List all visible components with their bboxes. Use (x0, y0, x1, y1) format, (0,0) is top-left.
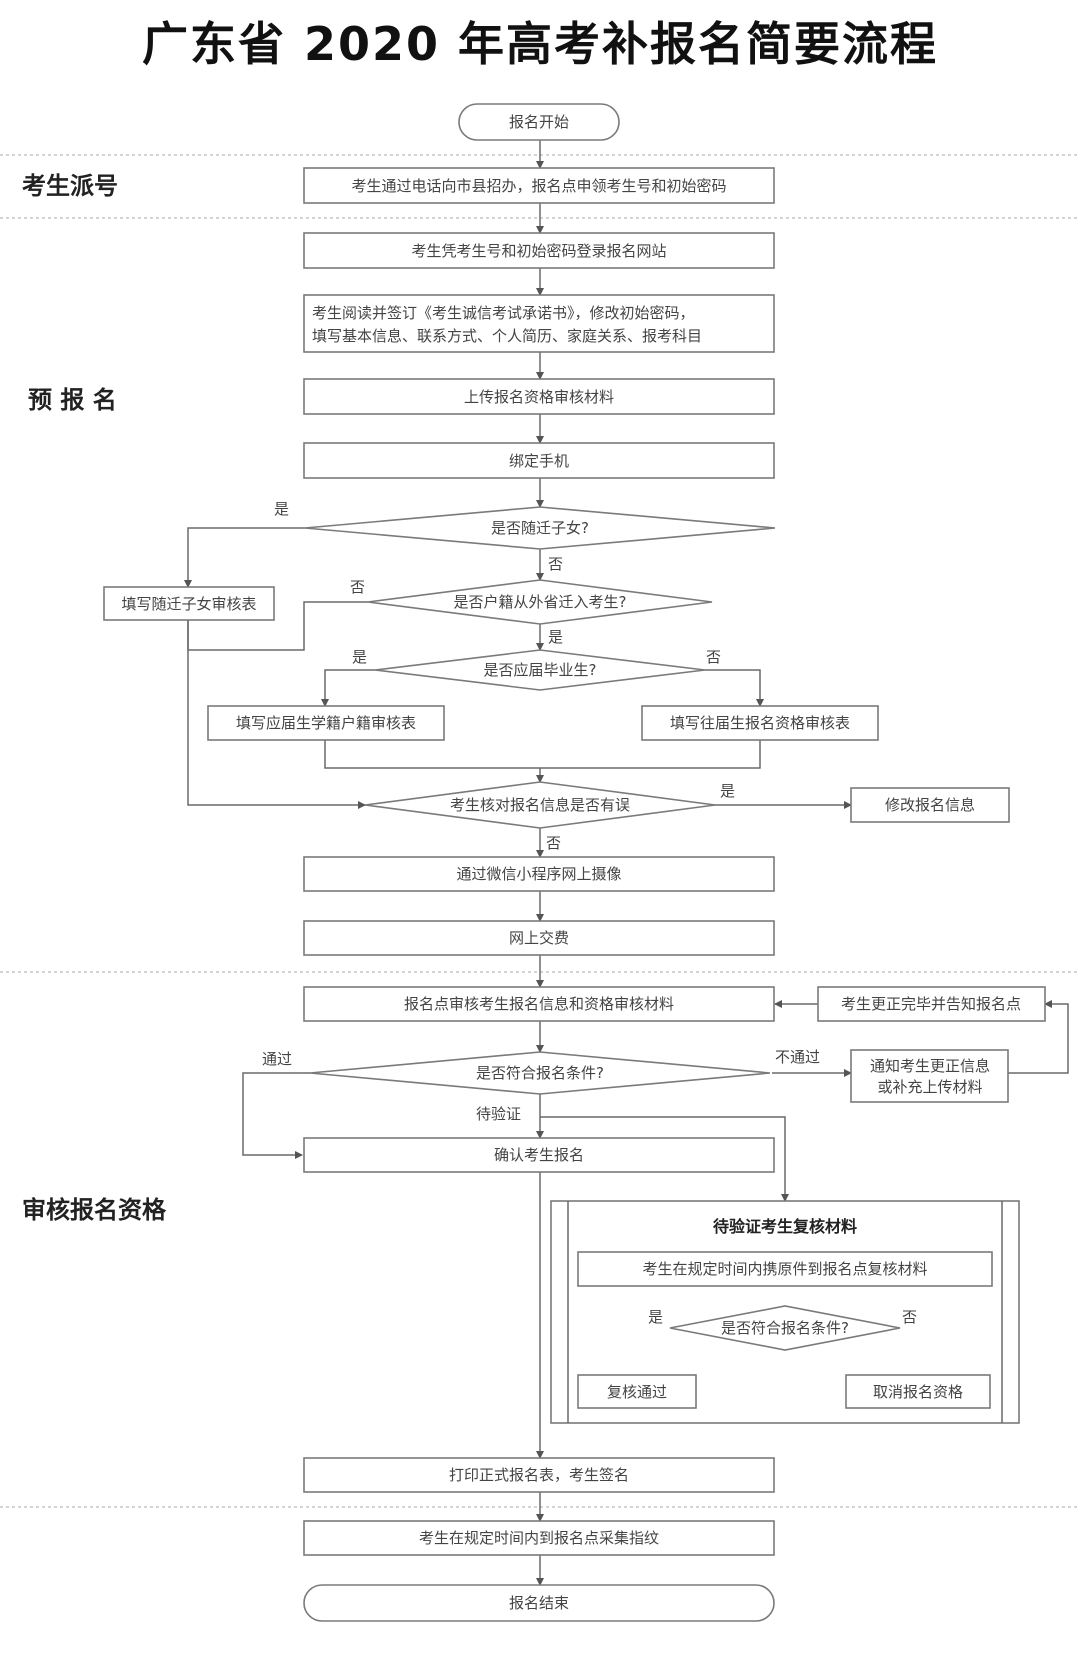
step-label: 打印正式报名表，考生签名 (449, 1466, 629, 1484)
step-site-review (303, 986, 775, 1022)
section-label-yubaoming: 预 报 名 (28, 386, 117, 414)
step-online-payment (303, 920, 775, 956)
box-label: 填写随迁子女审核表 (121, 595, 256, 613)
start-terminal (458, 103, 620, 141)
box-notify-correct (850, 1049, 1009, 1103)
decision-recheck-eligible (669, 1305, 901, 1351)
step-label: 考生在规定时间内到报名点采集指纹 (419, 1529, 659, 1547)
page-title: 广东省 2020 年高考补报名简要流程 (141, 17, 939, 71)
branch-label-yes: 是 (274, 500, 289, 518)
box-label: 通知考生更正信息 (870, 1057, 990, 1075)
box-fresh-graduate-form (207, 705, 445, 741)
box-label: 取消报名资格 (873, 1383, 963, 1401)
section-label-shenhe: 审核报名资格 (22, 1196, 167, 1224)
box-label: 填写往届生报名资格审核表 (670, 714, 850, 732)
box-label: 复核通过 (607, 1383, 667, 1401)
branch-label-yes: 是 (548, 628, 563, 646)
step-label: 考生在规定时间内携原件到报名点复核材料 (642, 1260, 927, 1278)
branch-label-fail: 不通过 (775, 1048, 820, 1066)
decision-household-transfer (367, 579, 713, 625)
branch-label-no: 否 (350, 578, 365, 596)
branch-label-no: 否 (546, 834, 561, 852)
step-fill-info (303, 294, 775, 353)
box-cancel-eligibility (845, 1374, 991, 1409)
step-label: 考生通过电话向市县招办，报名点申领考生号和初始密码 (351, 177, 726, 195)
subprocess-title: 待验证考生复核材料 (713, 1217, 857, 1236)
branch-label-no: 否 (548, 555, 563, 573)
branch-label-yes: 是 (648, 1308, 663, 1326)
connectors (184, 140, 1069, 1586)
step-label: 通过微信小程序网上摄像 (456, 865, 621, 883)
branch-label-pending: 待验证 (476, 1105, 521, 1123)
step-label: 确认考生报名 (494, 1146, 584, 1164)
decision-label: 是否随迁子女? (491, 519, 589, 537)
section-label-paihao: 考生派号 (22, 172, 118, 200)
box-label: 考生更正完毕并告知报名点 (841, 995, 1021, 1013)
start-label: 报名开始 (509, 113, 569, 131)
decision-label: 考生核对报名信息是否有误 (450, 796, 630, 814)
decision-label: 是否应届毕业生? (484, 661, 597, 679)
step-label: 填写基本信息、联系方式、个人简历、家庭关系、报考科目 (312, 327, 702, 345)
step-photo-wechat (303, 856, 775, 892)
box-label: 或补充上传材料 (877, 1078, 982, 1096)
box-migrant-review-form (103, 586, 275, 621)
box-label: 修改报名信息 (885, 796, 975, 814)
branch-label-pass: 通过 (262, 1050, 292, 1068)
step-label: 上传报名资格审核材料 (464, 388, 614, 406)
branch-label-no: 否 (902, 1308, 917, 1326)
step-label: 考生阅读并签订《考生诚信考试承诺书》，修改初始密码， (312, 304, 695, 322)
branch-label-no: 否 (706, 648, 721, 666)
decision-label: 是否户籍从外省迁入考生? (454, 593, 627, 611)
box-recheck-pass (577, 1374, 697, 1409)
box-corrected-notify (817, 986, 1046, 1022)
decision-fresh-graduate (374, 649, 706, 691)
box-modify-info (850, 787, 1010, 823)
decision-label: 是否符合报名条件? (721, 1319, 849, 1337)
step-recheck-originals (577, 1251, 993, 1287)
box-former-graduate-form (641, 705, 879, 741)
box-label: 填写应届生学籍户籍审核表 (236, 714, 416, 732)
step-label: 网上交费 (509, 929, 569, 947)
branch-label-yes: 是 (720, 782, 735, 800)
step-label: 报名点审核考生报名信息和资格审核材料 (404, 995, 674, 1013)
step-login (303, 232, 775, 269)
step-fingerprint (303, 1520, 775, 1556)
step-upload-materials (303, 378, 775, 415)
step-confirm-registration (303, 1137, 775, 1173)
decision-label: 是否符合报名条件? (476, 1064, 604, 1082)
end-terminal (303, 1584, 775, 1622)
step-get-candidate-number (303, 167, 775, 204)
end-label: 报名结束 (509, 1594, 569, 1612)
decision-migrant-children (304, 506, 776, 550)
step-label: 绑定手机 (509, 452, 569, 470)
step-label: 考生凭考生号和初始密码登录报名网站 (411, 242, 666, 260)
decision-eligible (309, 1051, 771, 1095)
decision-verify-info (364, 781, 716, 829)
step-bind-phone (303, 442, 775, 479)
step-print-form (303, 1457, 775, 1493)
branch-label-yes: 是 (352, 648, 367, 666)
